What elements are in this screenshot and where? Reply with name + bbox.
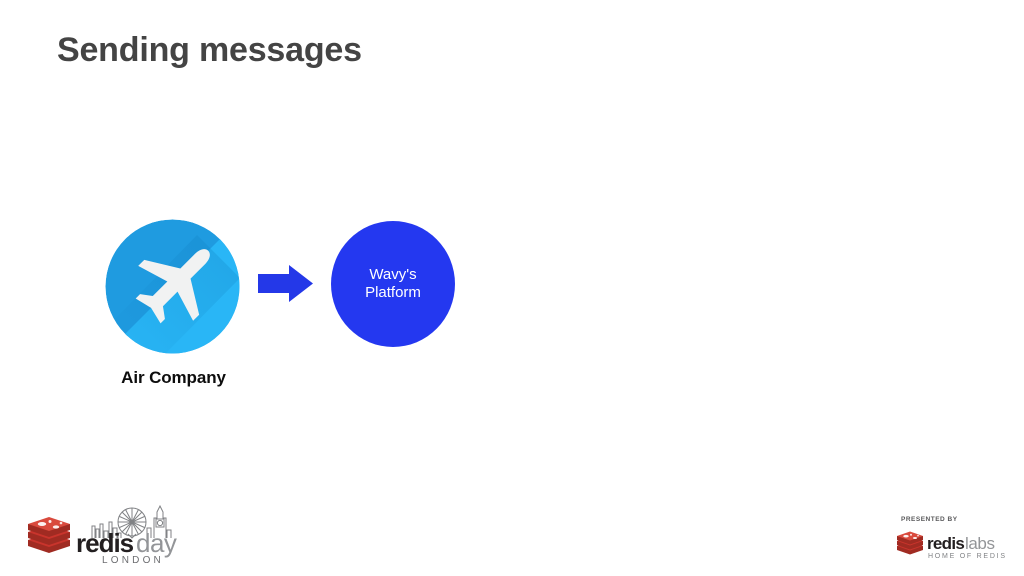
air-company-label: Air Company: [121, 368, 226, 387]
svg-text:redis: redis: [76, 528, 134, 558]
sponsor-block: PRESENTED BY redis labs HOM: [893, 516, 1008, 564]
airplane-icon: [105, 219, 240, 354]
svg-text:LONDON: LONDON: [102, 555, 164, 566]
right-arrow-icon: [256, 263, 316, 305]
page-title: Sending messages: [57, 31, 362, 69]
svg-text:labs: labs: [965, 534, 995, 553]
svg-text:HOME OF REDIS: HOME OF REDIS: [928, 553, 1007, 560]
wavy-platform-node: Wavy's Platform: [331, 221, 455, 347]
redisday-london-logo: redis day LONDON: [20, 498, 195, 566]
redislabs-logo: redis labs HOME OF REDIS: [893, 526, 1008, 564]
svg-text:redis: redis: [927, 534, 964, 553]
svg-text:day: day: [136, 528, 177, 558]
wavy-platform-label: Wavy's Platform: [365, 266, 421, 301]
presented-by-label: PRESENTED BY: [901, 516, 958, 523]
